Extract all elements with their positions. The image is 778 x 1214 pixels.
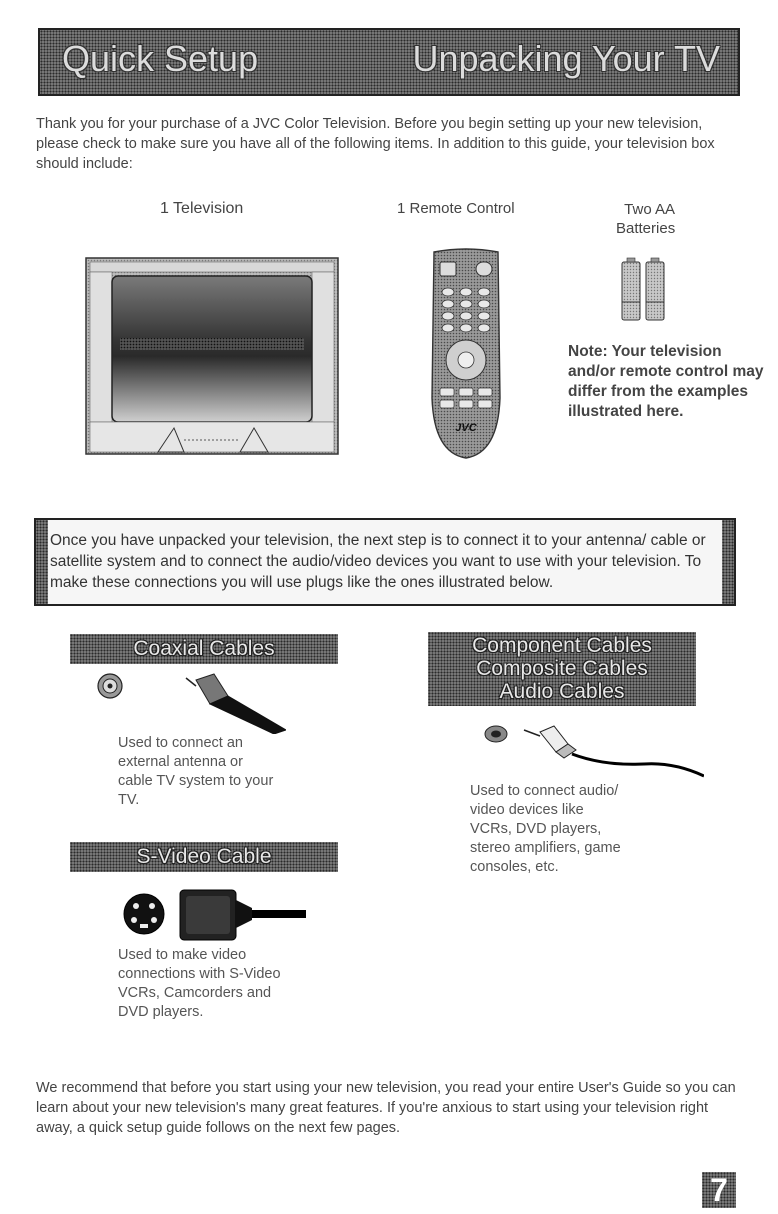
svideo-desc-line: VCRs, Camcorders and — [118, 985, 272, 1001]
box-left-bar — [36, 520, 48, 604]
component-cables-title: Component Cables — [472, 634, 652, 657]
television-illustration — [85, 257, 339, 455]
svideo-connector-illustration — [123, 889, 306, 941]
closing-paragraph: We recommend that before you start using… — [36, 1080, 736, 1136]
coaxial-desc-line: cable TV system to your — [118, 773, 274, 789]
svideo-desc-line: connections with S-Video — [118, 966, 281, 982]
batteries-line-1: Two AA — [624, 201, 676, 218]
coaxial-desc-line: Used to connect an — [118, 735, 243, 751]
page-number: 7 — [702, 1172, 736, 1208]
batteries-line-2: Batteries — [616, 220, 676, 237]
svideo-desc-line: DVD players. — [118, 1004, 204, 1020]
coaxial-desc-line: external antenna or — [118, 754, 243, 770]
intro-paragraph: Thank you for your purchase of a JVC Col… — [36, 116, 715, 172]
composite-cables-title: Composite Cables — [476, 657, 648, 680]
batteries-illustration — [621, 257, 665, 321]
av-cables-header: Component Cables Composite Cables Audio … — [428, 632, 696, 706]
av-desc-line: stereo amplifiers, game — [470, 840, 621, 856]
section-header-banner: Quick Setup Unpacking Your TV — [38, 28, 740, 96]
av-desc-line: Used to connect audio/ — [470, 783, 619, 799]
coaxial-cables-header: Coaxial Cables — [70, 634, 338, 664]
rca-connector-illustration — [484, 725, 704, 778]
header-right-title: Unpacking Your TV — [412, 38, 720, 79]
remote-control-illustration: JVC — [431, 248, 501, 459]
svideo-desc-line: Used to make video — [118, 947, 247, 963]
remote-brand-logo: JVC — [455, 422, 477, 434]
svideo-description: Used to make video connections with S-Vi… — [118, 946, 281, 1022]
note-text: Note: Your television and/or remote cont… — [568, 343, 764, 420]
item-label-batteries: Two AA Batteries — [616, 200, 675, 238]
item-label-television: 1 Television — [160, 200, 244, 217]
item-label-remote: 1 Remote Control — [397, 200, 515, 217]
connection-instructions-box: Once you have unpacked your television, … — [34, 518, 736, 606]
connection-instructions-text: Once you have unpacked your television, … — [50, 532, 706, 591]
coaxial-connector-illustration — [97, 673, 286, 734]
av-desc-line: consoles, etc. — [470, 859, 559, 875]
box-right-bar — [722, 520, 734, 604]
av-cables-description: Used to connect audio/ video devices lik… — [470, 782, 621, 877]
coaxial-description: Used to connect an external antenna or c… — [118, 734, 273, 810]
av-desc-line: video devices like — [470, 802, 584, 818]
header-left-title: Quick Setup — [62, 38, 259, 79]
av-desc-line: VCRs, DVD players, — [470, 821, 602, 837]
svideo-cable-header: S-Video Cable — [70, 842, 338, 872]
audio-cables-title: Audio Cables — [499, 680, 625, 703]
coaxial-desc-line: TV. — [118, 792, 140, 808]
